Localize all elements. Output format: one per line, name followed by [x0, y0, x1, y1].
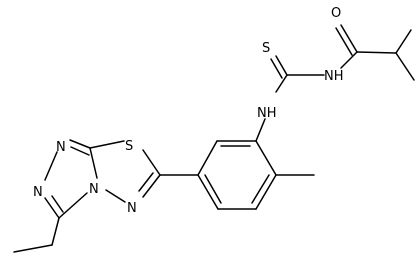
bond-carbonyl-nh — [340, 51, 358, 69]
bond-benz-6 — [255, 140, 277, 176]
atom-nh-aryl: NH — [257, 106, 277, 121]
bond-benz-5 — [255, 174, 277, 210]
bond-n1-n2 — [44, 151, 58, 181]
bond-c6-s — [142, 149, 161, 176]
atom-n-ring-bottom: N — [127, 201, 137, 216]
bond-carbonyl-o-a — [340, 24, 358, 53]
atom-n-ring-bridge: N — [89, 182, 99, 197]
bond-thiocarbonyl-nh — [275, 74, 288, 93]
bond-n5-n4 — [105, 189, 126, 203]
bond-ch2-ch3 — [13, 244, 53, 253]
bond-ch-carbonyl — [356, 51, 397, 54]
bond-nh-aryl — [255, 118, 266, 142]
bond-benz-3-inner — [204, 174, 222, 204]
bond-c6-n5-a — [142, 174, 161, 198]
atom-n-ring-top: N — [56, 140, 66, 155]
atom-n-ring-left: N — [33, 185, 43, 200]
bond-n2-c3-b — [51, 195, 64, 213]
bond-benz-3 — [197, 174, 219, 210]
atom-nh-amide: NH — [324, 69, 344, 84]
bond-methyl-top — [395, 29, 412, 54]
bond-c3-n4 — [58, 192, 88, 219]
bond-s-c7a — [89, 140, 125, 149]
bond-n4-c7a — [89, 147, 98, 179]
bond-c7a-n1-b — [70, 146, 90, 156]
bond-c6-n5-b — [138, 172, 154, 192]
bond-benz-5-inner — [251, 174, 270, 204]
atom-s-thioamide: S — [262, 41, 270, 56]
bond-c3-ch2 — [51, 217, 60, 246]
bond-c7a-n1-a — [69, 139, 91, 149]
bond-thiocarbonyl-s-b — [270, 58, 283, 79]
bond-benz-2 — [197, 140, 218, 176]
bond-thiocarbonyl-s-a — [275, 55, 288, 76]
atom-o-carbonyl: O — [331, 6, 341, 21]
atom-s-ring: S — [125, 139, 133, 154]
bond-n2-c3-a — [44, 197, 60, 219]
bond-carbonyl-o-b — [335, 27, 353, 56]
bond-methyl-bottom — [395, 52, 415, 81]
